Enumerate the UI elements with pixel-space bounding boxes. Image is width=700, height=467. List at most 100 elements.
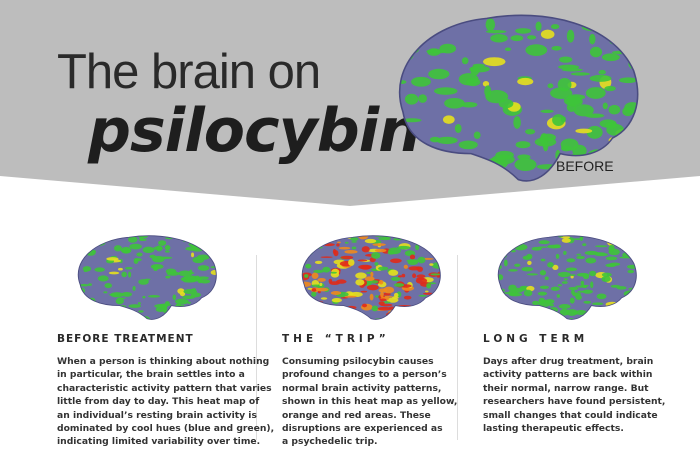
- activity-spot: [205, 303, 211, 307]
- activity-spot: [504, 47, 512, 52]
- activity-spot: [626, 316, 637, 319]
- activity-spot: [627, 269, 635, 274]
- activity-spot: [623, 15, 638, 18]
- activity-spot: [294, 269, 300, 271]
- activity-spot: [373, 268, 377, 271]
- activity-spot: [532, 322, 542, 324]
- activity-spot: [462, 163, 481, 175]
- activity-spot: [355, 321, 366, 324]
- activity-spot: [158, 240, 167, 246]
- activity-spot: [483, 57, 506, 67]
- panel-text-line: small changes that could indicate: [483, 409, 658, 421]
- activity-spot: [311, 291, 317, 297]
- activity-spot: [627, 15, 636, 22]
- activity-spot: [608, 244, 615, 252]
- activity-spot: [350, 237, 359, 241]
- activity-spot: [292, 307, 301, 314]
- activity-spot: [427, 48, 441, 56]
- activity-spot: [203, 298, 208, 305]
- activity-spot: [331, 298, 342, 303]
- activity-spot: [573, 104, 594, 117]
- activity-spot: [601, 272, 612, 277]
- activity-spot: [302, 254, 305, 258]
- activity-spot: [407, 170, 415, 181]
- activity-spot: [622, 106, 634, 117]
- activity-spot: [154, 304, 168, 309]
- activity-spot: [377, 306, 392, 311]
- activity-spot: [304, 249, 313, 252]
- activity-spot: [488, 279, 494, 283]
- activity-spot: [364, 238, 377, 244]
- brain-long-term: [488, 235, 637, 324]
- activity-spot: [608, 307, 618, 312]
- activity-spot: [512, 318, 523, 320]
- activity-spot: [574, 309, 588, 316]
- activity-spot: [179, 235, 183, 239]
- panel-text-line: lasting therapeutic effects.: [483, 423, 624, 435]
- activity-spot: [547, 235, 553, 237]
- activity-spot: [623, 16, 634, 22]
- activity-spot: [296, 256, 300, 260]
- activity-spot: [477, 171, 498, 175]
- panel-heading: BEFORE TREATMENT: [57, 333, 194, 345]
- activity-spot: [400, 21, 407, 31]
- activity-spot: [78, 296, 83, 303]
- activity-spot: [388, 31, 395, 35]
- activity-spot: [302, 240, 315, 247]
- activity-spot: [440, 261, 441, 268]
- activity-spot: [78, 312, 84, 317]
- panel-text-line: researchers have found persistent,: [483, 396, 666, 408]
- activity-spot: [379, 232, 392, 235]
- activity-spot: [390, 276, 401, 281]
- activity-spot: [172, 309, 177, 314]
- activity-spot: [369, 293, 374, 301]
- activity-spot: [550, 24, 560, 30]
- activity-spot: [78, 307, 84, 312]
- activity-spot: [70, 285, 76, 288]
- activity-spot: [403, 264, 409, 269]
- activity-spot: [205, 306, 217, 314]
- activity-spot: [390, 232, 402, 234]
- activity-spot: [427, 15, 441, 18]
- activity-spot: [584, 250, 599, 256]
- activity-spot: [409, 232, 422, 235]
- activity-spot: [165, 301, 170, 305]
- activity-spot: [418, 94, 427, 103]
- activity-spot: [196, 314, 204, 320]
- activity-spot: [460, 101, 478, 108]
- activity-spot: [508, 269, 518, 272]
- activity-spot: [608, 104, 621, 115]
- activity-spot: [477, 15, 496, 19]
- activity-spot: [193, 316, 201, 320]
- activity-spot: [142, 295, 146, 299]
- activity-spot: [430, 273, 441, 276]
- brain-before-treatment: [68, 235, 217, 320]
- activity-spot: [68, 241, 75, 246]
- activity-spot: [364, 320, 372, 322]
- activity-spot: [502, 238, 509, 244]
- activity-spot: [604, 28, 618, 36]
- activity-spot: [333, 250, 339, 257]
- activity-spot: [374, 262, 379, 266]
- activity-spot: [209, 253, 217, 256]
- activity-spot: [485, 29, 507, 34]
- activity-spot: [319, 232, 323, 234]
- activity-spot: [430, 15, 439, 19]
- activity-spot: [210, 270, 217, 275]
- activity-spot: [601, 53, 620, 62]
- activity-spot: [544, 299, 555, 304]
- activity-spot: [639, 12, 644, 18]
- activity-spot: [414, 233, 422, 236]
- activity-spot: [639, 102, 644, 110]
- activity-spot: [302, 284, 306, 289]
- activity-spot: [300, 232, 309, 235]
- hero-brain-label: BEFORE: [556, 158, 614, 174]
- activity-spot: [305, 235, 311, 238]
- activity-spot: [108, 293, 120, 296]
- activity-spot: [334, 321, 339, 324]
- activity-spot: [521, 267, 534, 272]
- activity-spot: [527, 35, 537, 40]
- activity-spot: [194, 312, 199, 316]
- activity-spot: [197, 254, 210, 260]
- activity-spot: [605, 256, 618, 261]
